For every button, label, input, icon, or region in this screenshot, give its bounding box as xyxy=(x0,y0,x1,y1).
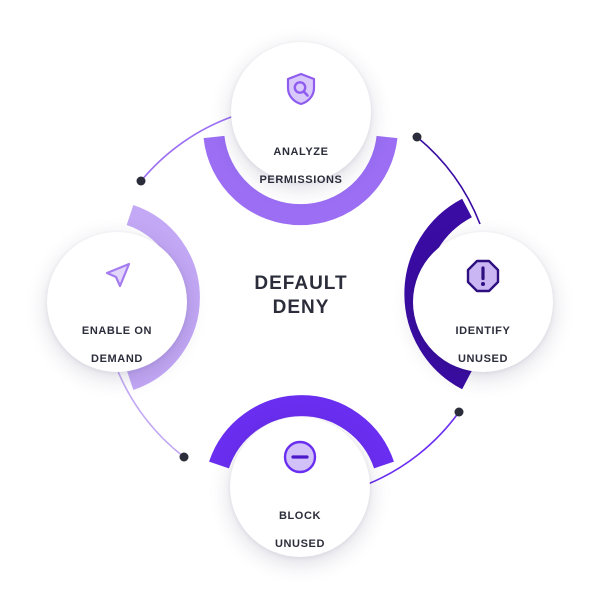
connector-arc-identify-to-block xyxy=(367,411,460,485)
connector-arc-block-to-enable xyxy=(116,368,185,458)
center-title-line2: DENY xyxy=(272,297,330,318)
warning-octagon-icon xyxy=(466,259,500,293)
step-node-analyze-permissions: ANALYZE PERMISSIONS xyxy=(231,42,371,186)
connector-arc-enable-to-analyze xyxy=(140,115,235,182)
progress-arc-block xyxy=(209,395,394,469)
shield-search-icon xyxy=(286,72,316,106)
navigation-arrow-icon xyxy=(105,262,131,288)
step-node-identify-unused: IDENTIFY UNUSED xyxy=(413,232,553,372)
progress-arc-enable xyxy=(126,205,200,390)
step-label: IDENTIFY UNUSED xyxy=(413,310,553,380)
step-node-enable-on-demand: ENABLE ON DEMAND xyxy=(47,232,187,372)
step-label-line1: ANALYZE xyxy=(273,146,329,158)
connector-dot xyxy=(136,176,146,186)
center-title-line1: DEFAULT xyxy=(254,273,348,294)
connector-dot xyxy=(179,452,189,462)
step-node-block-unused: BLOCK UNUSED xyxy=(230,417,370,557)
connector-dot xyxy=(412,132,422,142)
step-label-line1: IDENTIFY xyxy=(455,325,511,337)
step-label-line1: BLOCK xyxy=(278,510,322,522)
step-label-line1: ENABLE ON xyxy=(81,325,153,337)
step-label: BLOCK UNUSED xyxy=(230,495,370,565)
connector-arc-analyze-to-identify xyxy=(416,136,481,225)
progress-arc-analyze xyxy=(203,135,398,226)
minus-circle-icon xyxy=(283,440,317,474)
step-label-line2: UNUSED xyxy=(274,538,326,550)
step-label: ENABLE ON DEMAND xyxy=(47,310,187,380)
step-label-line2: PERMISSIONS xyxy=(259,174,343,186)
center-title: DEFAULT DENY xyxy=(201,272,401,320)
step-label-line2: DEMAND xyxy=(91,353,143,365)
connector-dot xyxy=(454,407,464,417)
step-label: ANALYZE PERMISSIONS xyxy=(231,131,371,201)
step-label-line2: UNUSED xyxy=(457,353,509,365)
